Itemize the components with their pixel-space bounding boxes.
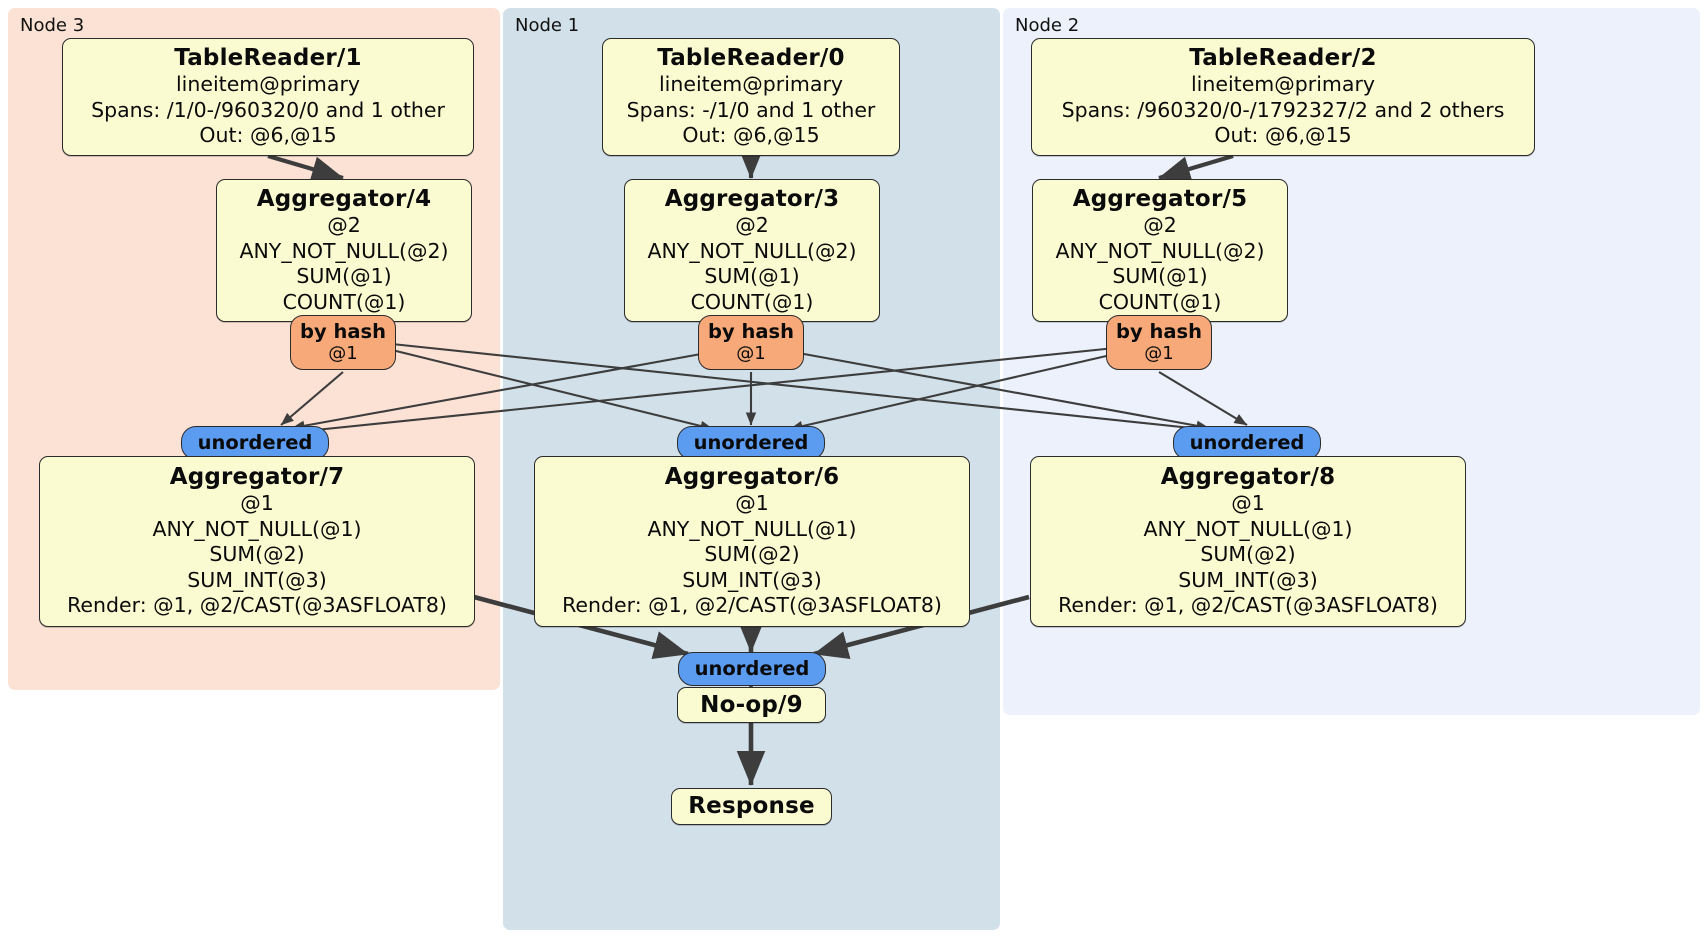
node-panel-label-node-3: Node 3 (20, 15, 85, 36)
router-column: @1 (328, 343, 358, 364)
synchronizer-unordered-node-2[interactable]: unordered (1173, 426, 1321, 460)
processor-box-noop-9[interactable]: No-op/9 (677, 687, 826, 723)
processor-detail-line: SUM_INT(@3) (682, 567, 822, 592)
processor-title: Aggregator/6 (664, 464, 840, 491)
processor-detail-line: lineitem@primary (1190, 72, 1376, 97)
processor-title: Response (688, 793, 815, 819)
processor-title: Aggregator/3 (664, 186, 840, 212)
processor-detail-line: SUM(@2) (1200, 542, 1296, 567)
processor-detail-line: COUNT(@1) (1098, 289, 1222, 314)
processor-detail-line: ANY_NOT_NULL(@2) (647, 238, 857, 263)
processor-box-aggregator-6[interactable]: Aggregator/6 @1 ANY_NOT_NULL(@1) SUM(@2)… (534, 456, 970, 627)
processor-box-aggregator-4[interactable]: Aggregator/4 @2 ANY_NOT_NULL(@2) SUM(@1)… (216, 179, 472, 322)
processor-box-response[interactable]: Response (671, 788, 832, 825)
processor-title: TableReader/0 (657, 45, 845, 72)
processor-detail-line: ANY_NOT_NULL(@1) (647, 516, 857, 541)
processor-detail-line: COUNT(@1) (690, 289, 814, 314)
synchronizer-label: unordered (694, 657, 810, 680)
processor-box-aggregator-3[interactable]: Aggregator/3 @2 ANY_NOT_NULL(@2) SUM(@1)… (624, 179, 880, 322)
processor-detail-line: Out: @6,@15 (199, 123, 337, 148)
processor-title: TableReader/2 (1189, 45, 1377, 72)
output-router-by-hash-node-3[interactable]: by hash @1 (290, 315, 396, 370)
processor-box-tablereader-2[interactable]: TableReader/2 lineitem@primary Spans: /9… (1031, 38, 1535, 156)
processor-title: Aggregator/7 (169, 464, 345, 491)
processor-detail-line: ANY_NOT_NULL(@1) (152, 516, 362, 541)
processor-detail-line: SUM(@1) (704, 264, 800, 288)
router-label: by hash (300, 320, 386, 343)
processor-title: TableReader/1 (174, 45, 362, 72)
processor-render-line: Render: @1, @2/CAST(@3ASFLOAT8) (1058, 593, 1438, 618)
processor-detail-line: SUM(@1) (296, 264, 392, 288)
processor-title: Aggregator/8 (1160, 464, 1336, 491)
router-column: @1 (1144, 343, 1174, 364)
processor-detail-line: ANY_NOT_NULL(@2) (239, 238, 449, 263)
processor-box-tablereader-0[interactable]: TableReader/0 lineitem@primary Spans: -/… (602, 38, 900, 156)
router-label: by hash (708, 320, 794, 343)
processor-detail-line: COUNT(@1) (282, 289, 406, 314)
processor-detail-line: lineitem@primary (658, 72, 844, 97)
processor-detail-line: @1 (735, 491, 769, 516)
processor-box-tablereader-1[interactable]: TableReader/1 lineitem@primary Spans: /1… (62, 38, 474, 156)
processor-title: Aggregator/4 (256, 186, 432, 212)
node-panel-label-node-2: Node 2 (1015, 15, 1080, 36)
processor-detail-line: SUM(@2) (704, 542, 800, 567)
processor-detail-line: @2 (327, 213, 361, 237)
processor-detail-line: ANY_NOT_NULL(@2) (1055, 238, 1265, 263)
synchronizer-unordered-node-3[interactable]: unordered (181, 426, 329, 460)
processor-title: No-op/9 (700, 691, 803, 718)
output-router-by-hash-node-1[interactable]: by hash @1 (698, 315, 804, 370)
synchronizer-label: unordered (1189, 431, 1305, 454)
output-router-by-hash-node-2[interactable]: by hash @1 (1106, 315, 1212, 370)
processor-detail-line: Out: @6,@15 (682, 123, 820, 148)
processor-detail-line: SUM(@1) (1112, 264, 1208, 288)
processor-detail-line: @2 (735, 213, 769, 237)
processor-render-line: Render: @1, @2/CAST(@3ASFLOAT8) (67, 593, 447, 618)
processor-detail-line: lineitem@primary (175, 72, 361, 97)
processor-render-line: Render: @1, @2/CAST(@3ASFLOAT8) (562, 593, 942, 618)
synchronizer-unordered-node-1[interactable]: unordered (677, 426, 825, 460)
processor-box-aggregator-8[interactable]: Aggregator/8 @1 ANY_NOT_NULL(@1) SUM(@2)… (1030, 456, 1466, 627)
processor-detail-line: SUM_INT(@3) (1178, 567, 1318, 592)
processor-title: Aggregator/5 (1072, 186, 1248, 212)
processor-detail-line: @1 (240, 491, 274, 516)
processor-detail-line: ANY_NOT_NULL(@1) (1143, 516, 1353, 541)
processor-detail-line: SUM_INT(@3) (187, 567, 327, 592)
processor-detail-line: Spans: -/1/0 and 1 other (626, 97, 876, 122)
synchronizer-label: unordered (693, 431, 809, 454)
processor-detail-line: Spans: /960320/0-/1792327/2 and 2 others (1061, 97, 1505, 122)
processor-box-aggregator-7[interactable]: Aggregator/7 @1 ANY_NOT_NULL(@1) SUM(@2)… (39, 456, 475, 627)
processor-detail-line: @2 (1143, 213, 1177, 237)
processor-detail-line: @1 (1231, 491, 1265, 516)
node-panel-label-node-1: Node 1 (515, 15, 580, 36)
router-label: by hash (1116, 320, 1202, 343)
processor-detail-line: Spans: /1/0-/960320/0 and 1 other (91, 97, 445, 122)
synchronizer-label: unordered (197, 431, 313, 454)
processor-detail-line: Out: @6,@15 (1214, 123, 1352, 148)
processor-detail-line: SUM(@2) (209, 542, 305, 567)
synchronizer-unordered-final[interactable]: unordered (678, 652, 826, 686)
processor-box-aggregator-5[interactable]: Aggregator/5 @2 ANY_NOT_NULL(@2) SUM(@1)… (1032, 179, 1288, 322)
router-column: @1 (736, 343, 766, 364)
